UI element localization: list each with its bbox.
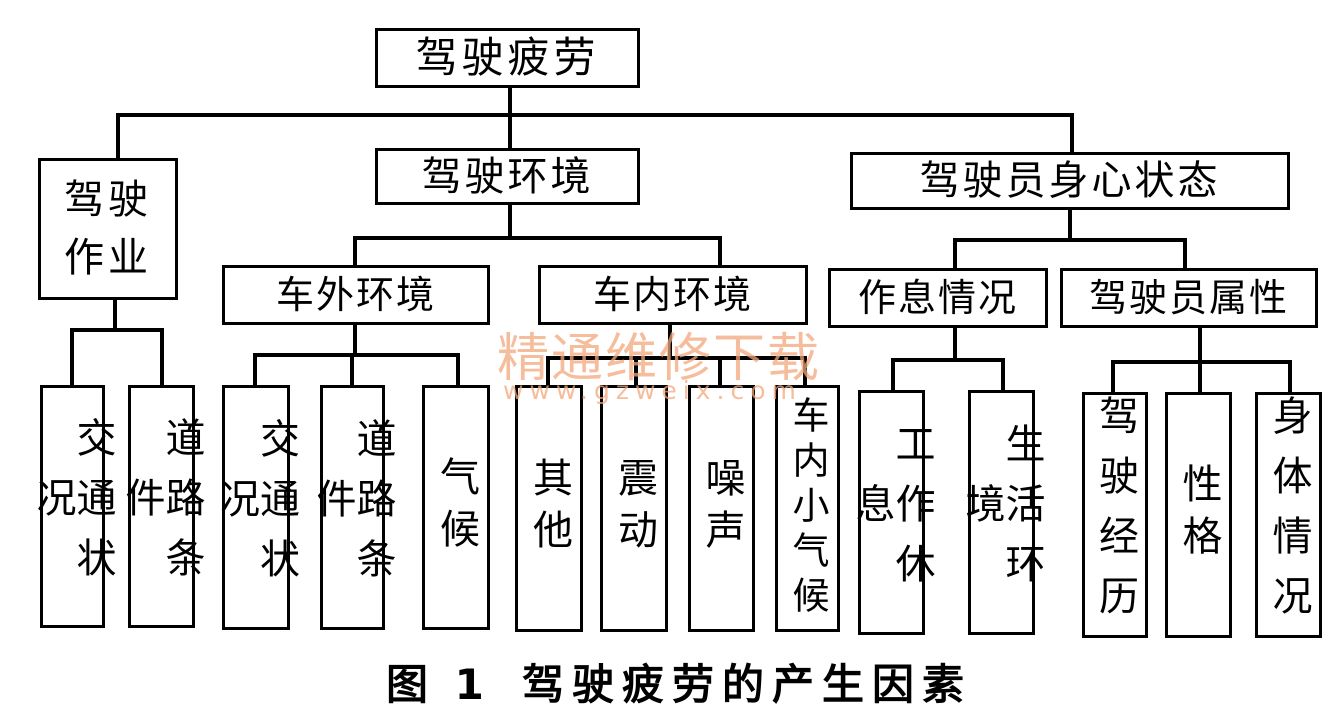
node-driving-environment-label: 驾驶环境	[421, 153, 594, 200]
leaf-label: 工作休息	[848, 422, 935, 603]
root-node-label: 驾驶疲劳	[415, 33, 600, 82]
leaf-label: 身体情况	[1265, 395, 1312, 635]
node-rest-condition-label: 作息情况	[857, 276, 1018, 320]
leaf-label: 性格	[1175, 463, 1222, 567]
leaf-outside-road: 道路条件	[310, 385, 396, 630]
leaf-label: 驾驶经历	[1092, 395, 1138, 635]
leaf-label: 交通状况	[213, 417, 299, 598]
leaf-rest-work: 工作休息	[849, 390, 935, 635]
leaf-task-traffic: 交通状况	[30, 385, 116, 628]
leaf-inside-vibration: 震动	[600, 385, 668, 632]
node-rest-condition: 作息情况	[828, 268, 1048, 328]
leaf-task-road: 道路条件	[119, 385, 205, 628]
leaf-attr-health: 身体情况	[1255, 392, 1322, 638]
leaf-label: 车内小气候	[786, 396, 829, 621]
leaf-label: 交通状况	[29, 416, 116, 597]
node-driver-state: 驾驶员身心状态	[850, 152, 1290, 210]
node-driving-task-label: 驾驶作业	[64, 177, 152, 281]
node-driver-attributes: 驾驶员属性	[1060, 268, 1318, 328]
figure-number: 图 1	[386, 660, 490, 709]
leaf-inside-noise: 噪声	[688, 385, 755, 632]
leaf-label: 震动	[611, 456, 657, 561]
node-driving-task: 驾驶作业	[38, 158, 178, 300]
leaf-inside-microclimate: 车内小气候	[775, 385, 840, 632]
node-outside-environment-label: 车外环境	[275, 273, 436, 317]
leaf-inside-other: 其他	[515, 385, 583, 632]
node-driver-state-label: 驾驶员身心状态	[919, 158, 1221, 204]
leaf-label: 其他	[526, 456, 572, 561]
figure-caption: 驾驶疲劳的产生因素	[522, 660, 973, 709]
root-node: 驾驶疲劳	[375, 28, 640, 88]
node-driver-attributes-label: 驾驶员属性	[1088, 276, 1289, 320]
node-inside-environment: 车内环境	[538, 265, 808, 325]
node-inside-environment-label: 车内环境	[592, 273, 753, 317]
leaf-attr-personality: 性格	[1165, 392, 1232, 638]
leaf-rest-life: 生活环境	[959, 390, 1045, 635]
leaf-outside-climate: 气候	[422, 385, 490, 630]
node-outside-environment: 车外环境	[222, 265, 490, 325]
leaf-label: 道路条件	[309, 417, 396, 598]
leaf-label: 气候	[433, 455, 479, 560]
leaf-label: 道路条件	[118, 416, 205, 597]
leaf-label: 生活环境	[958, 422, 1045, 603]
leaf-outside-traffic: 交通状况	[213, 385, 299, 630]
node-driving-environment: 驾驶环境	[375, 148, 640, 205]
leaf-label: 噪声	[698, 456, 745, 561]
leaf-attr-experience: 驾驶经历	[1082, 392, 1148, 638]
